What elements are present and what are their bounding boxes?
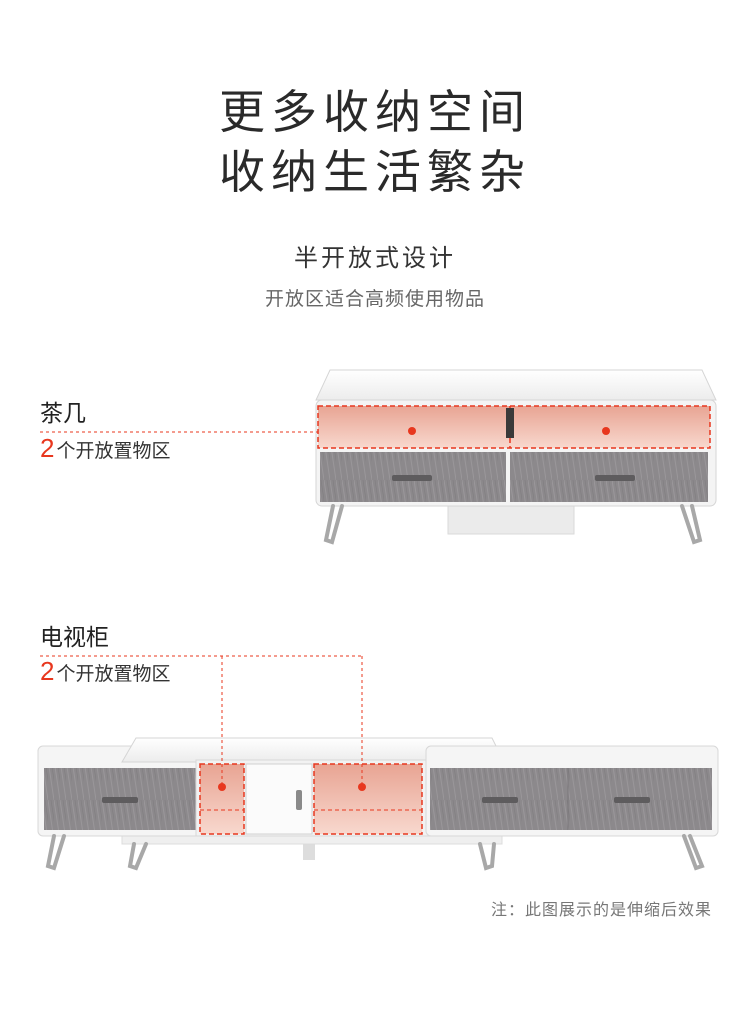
tv-cabinet-open-area-right [314, 764, 422, 834]
feature-title: 半开放式设计 [294, 244, 456, 272]
tv-cabinet-open-area-left [200, 764, 244, 834]
tv-cabinet-count: 2 [40, 656, 55, 686]
tv-cabinet-drawer-right [430, 768, 712, 830]
tv-cabinet-label: 电视柜 [40, 625, 109, 651]
footnote: 注：此图展示的是伸缩后效果 [490, 900, 712, 919]
coffee-table-label: 茶几 [40, 401, 86, 427]
feature-description: 开放区适合高频使用物品 [264, 288, 485, 310]
tv-cabinet-marker-left [218, 783, 226, 791]
coffee-table-marker-right [602, 427, 610, 435]
tv-cabinet-marker-right [358, 783, 366, 791]
coffee-table-count-text: 个开放置物区 [56, 440, 171, 462]
coffee-table [40, 369, 717, 545]
tv-cabinet-count-text: 个开放置物区 [56, 663, 171, 685]
headline-line-1: 更多收纳空间 [219, 85, 531, 139]
coffee-table-count: 2 [40, 433, 55, 463]
tv-cabinet [37, 655, 719, 871]
coffee-table-marker-left [408, 427, 416, 435]
headline-line-2: 收纳生活繁杂 [219, 145, 531, 199]
